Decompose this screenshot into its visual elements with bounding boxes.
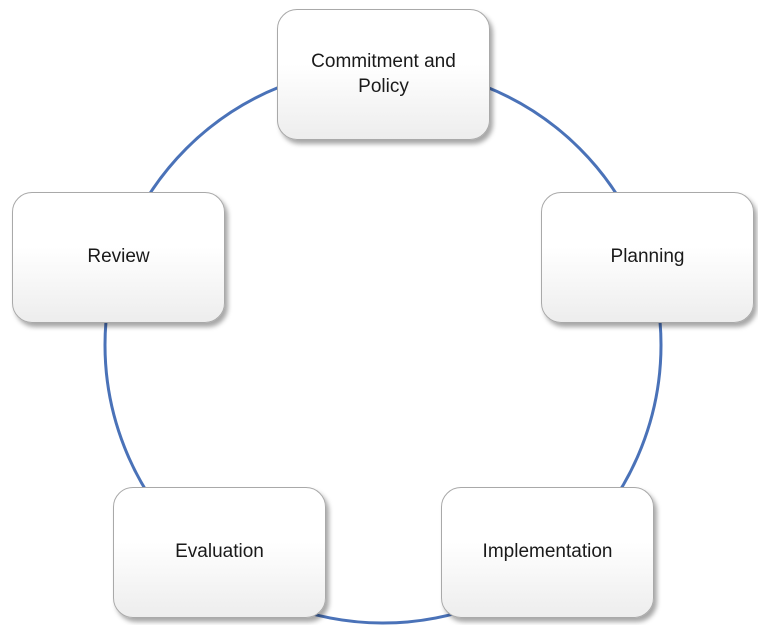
stage-label-implementation: Implementation [482, 541, 613, 563]
stage-planning: Planning [541, 192, 754, 323]
stage-commitment-and-policy: Commitment and Policy [277, 9, 490, 140]
stage-implementation: Implementation [441, 487, 654, 618]
stage-label-evaluation: Evaluation [175, 541, 264, 563]
stage-review: Review [12, 192, 225, 323]
stage-evaluation: Evaluation [113, 487, 326, 618]
stage-label-planning: Planning [610, 246, 685, 268]
stage-label-review: Review [87, 246, 150, 268]
stage-label-commitment-and-policy: Commitment and Policy [311, 51, 456, 97]
